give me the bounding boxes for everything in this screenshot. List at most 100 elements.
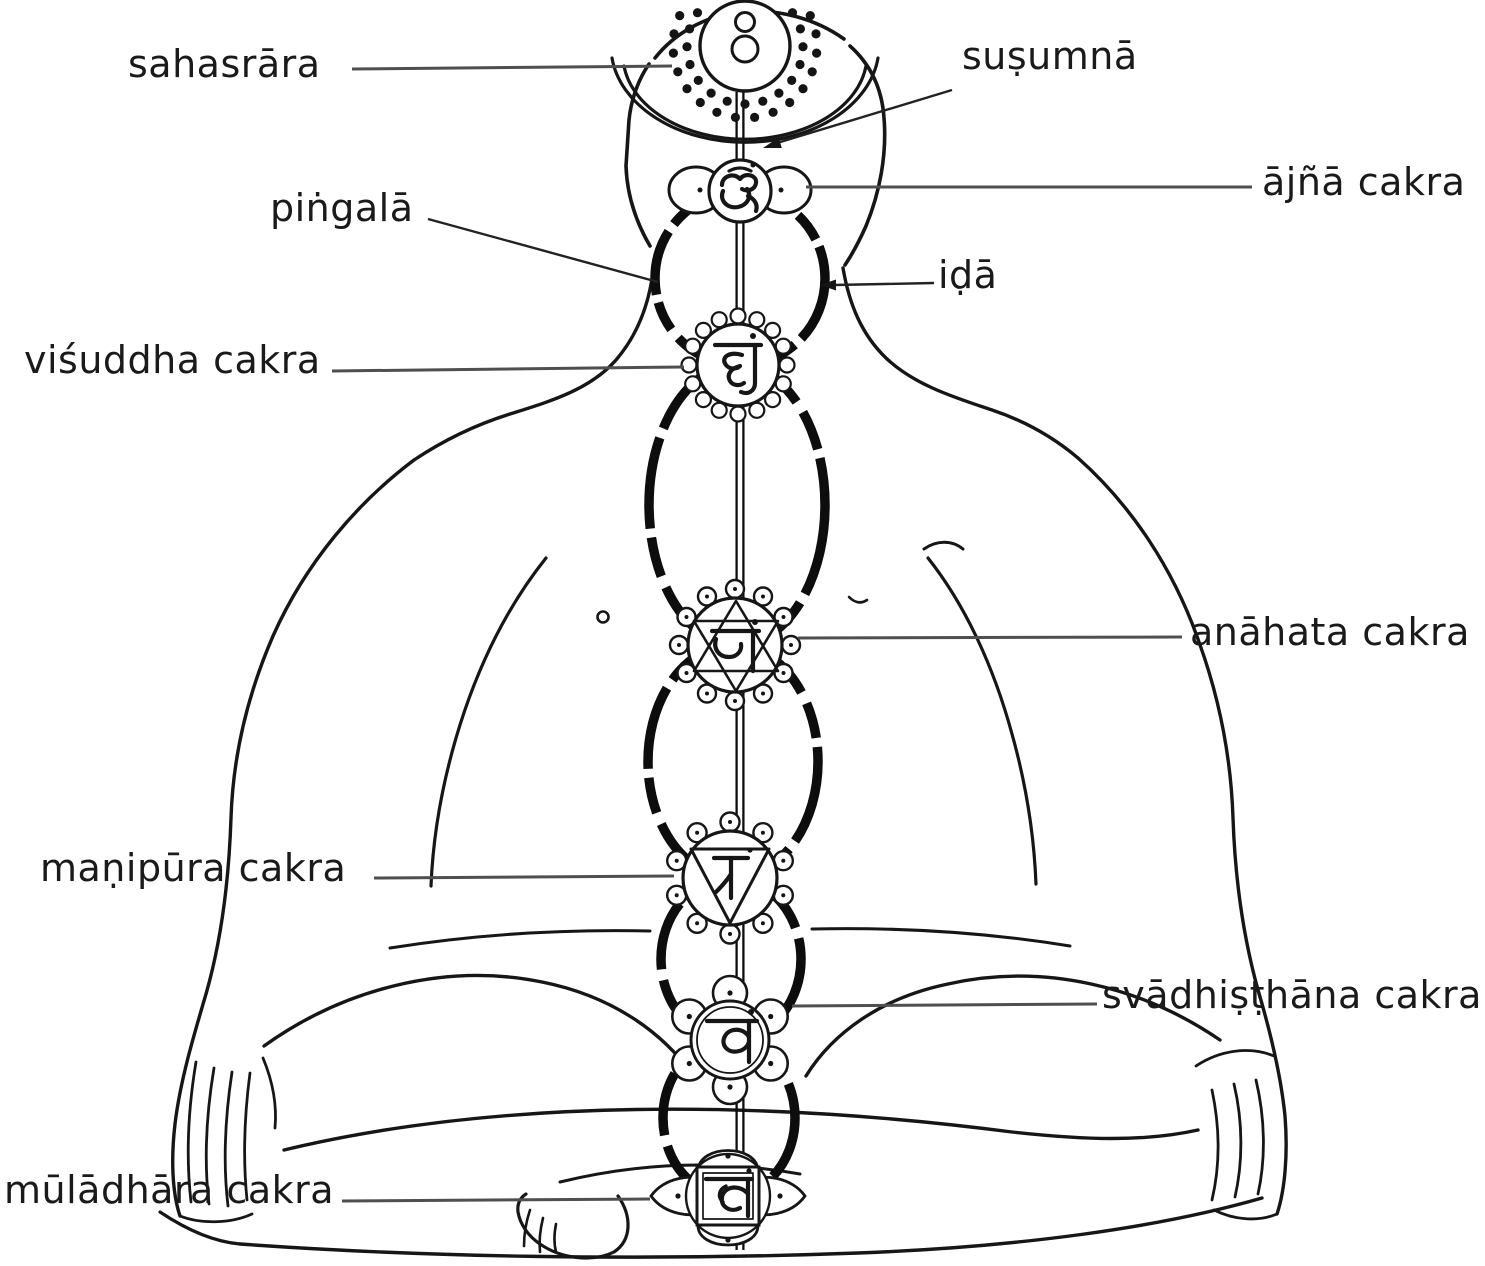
- right-collarbone-line: [922, 540, 965, 551]
- sahasrara-dot: [673, 67, 683, 77]
- anahata-petal-dot: [677, 643, 681, 647]
- sahasrara-dot: [795, 59, 805, 70]
- svadhisthana-petal-dot: [768, 1013, 774, 1020]
- leader-line-sahasrara: [351, 64, 673, 71]
- anahata-chakra-symbol: [668, 578, 802, 712]
- svadhisthana-petal-dot: [686, 1060, 692, 1067]
- manipura-down-triangle: [689, 847, 771, 925]
- label-susumna: suṣumnā: [962, 34, 1138, 78]
- label-svadhisthana: svādhiṣṭhāna cakra: [1102, 973, 1482, 1017]
- svadhisthana-petal-dot: [686, 1013, 692, 1020]
- label-ajna: ājñā cakra: [1262, 160, 1466, 204]
- sahasrara-dot: [682, 42, 692, 52]
- visuddha-petal: [694, 321, 713, 339]
- leader-line-susumna: [776, 88, 953, 145]
- ida-arrowhead: [820, 279, 836, 291]
- right-arm-inner-line: [926, 556, 1038, 886]
- sahasrara-dot: [730, 112, 741, 122]
- sahasrara-dot: [785, 97, 795, 108]
- leader-line-muladhara: [341, 1197, 651, 1203]
- visuddha-petal: [729, 405, 747, 423]
- manipura-petal-dot: [781, 893, 786, 898]
- ajna-petal-dot: [697, 187, 703, 193]
- label-muladhara: mūlādhāra cakra: [4, 1168, 335, 1212]
- ram-seed-syllable: [711, 847, 753, 901]
- sahasrara-dot: [805, 11, 815, 21]
- sahasrara-disc: [698, 0, 792, 93]
- sahasrara-dot: [740, 99, 750, 109]
- manipura-petal-dot: [760, 921, 765, 926]
- sahasrara-dot: [692, 8, 703, 18]
- left-nipple-mark: [596, 610, 610, 624]
- anahata-petal-dot: [684, 615, 689, 619]
- label-ida: iḍā: [938, 253, 998, 297]
- muladhara-inner-square: [702, 1172, 754, 1220]
- right-nipple-mark: [847, 595, 869, 604]
- anahata-petal-dots: [677, 587, 793, 703]
- ajna-chakra-symbol: [667, 158, 813, 224]
- right-hand-edge: [1212, 1208, 1279, 1221]
- leader-line-anahata: [797, 635, 1183, 640]
- manipura-petal-dot: [728, 820, 732, 824]
- muladhara-petal-dot: [725, 1237, 731, 1243]
- anahata-hexagram-up-triangle: [692, 599, 780, 673]
- left-hand-finger: [186, 1060, 198, 1204]
- svadhisthana-petal-dot: [768, 1060, 774, 1067]
- leader-line-manipura: [373, 874, 675, 880]
- sahasrara-bindu-large: [730, 34, 760, 64]
- anahata-petal-dot: [705, 691, 709, 696]
- visuddha-petal: [680, 356, 698, 374]
- sahasrara-dot: [668, 48, 679, 58]
- crossed-shin-line: [282, 1107, 1200, 1152]
- svadhisthana-petal-dots: [686, 990, 774, 1090]
- sahasrara-dot: [787, 8, 798, 18]
- leader-line-visuddha: [331, 365, 685, 373]
- left-hand-edge: [178, 1212, 254, 1224]
- right-hand-palm-line: [1194, 1049, 1276, 1068]
- right-hand-finger: [1210, 1088, 1220, 1202]
- left-arm-inner-line: [429, 556, 548, 888]
- sahasrara-dot: [750, 112, 760, 122]
- sahasrara-dot: [669, 29, 679, 39]
- right-waist-line: [810, 927, 1072, 948]
- sahasrara-dot: [811, 29, 821, 39]
- anahata-petal-dot: [781, 615, 786, 619]
- sahasrara-dot: [706, 88, 716, 98]
- sahasrara-dot: [685, 59, 695, 70]
- manipura-petal-dot: [695, 921, 700, 926]
- manipura-petal-dot: [760, 830, 765, 835]
- label-anahata: anāhata cakra: [1190, 610, 1470, 654]
- sahasrara-crescent-arc: [610, 56, 880, 144]
- anahata-petal-dot: [684, 671, 689, 675]
- visuddha-petal: [778, 356, 796, 374]
- svadhisthana-outer-circle: [689, 999, 771, 1081]
- sahasrara-dot: [807, 67, 817, 77]
- anahata-hexagram-down-triangle: [692, 619, 780, 693]
- visuddha-petal: [763, 391, 782, 409]
- label-pingala: piṅgalā: [270, 186, 414, 230]
- body-outline: [158, 9, 1288, 1260]
- anahata-petal-dot: [733, 587, 737, 591]
- right-hand-finger: [1254, 1078, 1265, 1196]
- manipura-chakra-symbol: [666, 811, 794, 945]
- chakra-symbols: [610, 0, 880, 1247]
- toe-line: [522, 1208, 532, 1248]
- lam-seed-syllable: [703, 1168, 755, 1219]
- sahasrara-dot: [795, 24, 806, 34]
- sahasrara-chakra-symbol: [610, 0, 880, 144]
- vam-seed-syllable: [704, 1009, 760, 1065]
- head-outline: [843, 44, 887, 267]
- svadhisthana-petal-dot: [727, 990, 733, 996]
- muladhara-chakra-symbol: [649, 1149, 807, 1247]
- manipura-petal-dot: [674, 893, 679, 898]
- muladhara-petal-dot: [725, 1153, 731, 1159]
- anahata-petal-dot: [705, 594, 709, 599]
- anahata-petal-dot: [761, 594, 765, 599]
- anahata-circle: [686, 596, 784, 694]
- manipura-petal-dot: [728, 932, 732, 936]
- sahasrara-dot: [768, 107, 778, 117]
- sahasrara-petal-dots: [682, 8, 808, 109]
- sahasrara-crescent-arc: [622, 64, 868, 141]
- sahasrara-dot: [722, 96, 732, 106]
